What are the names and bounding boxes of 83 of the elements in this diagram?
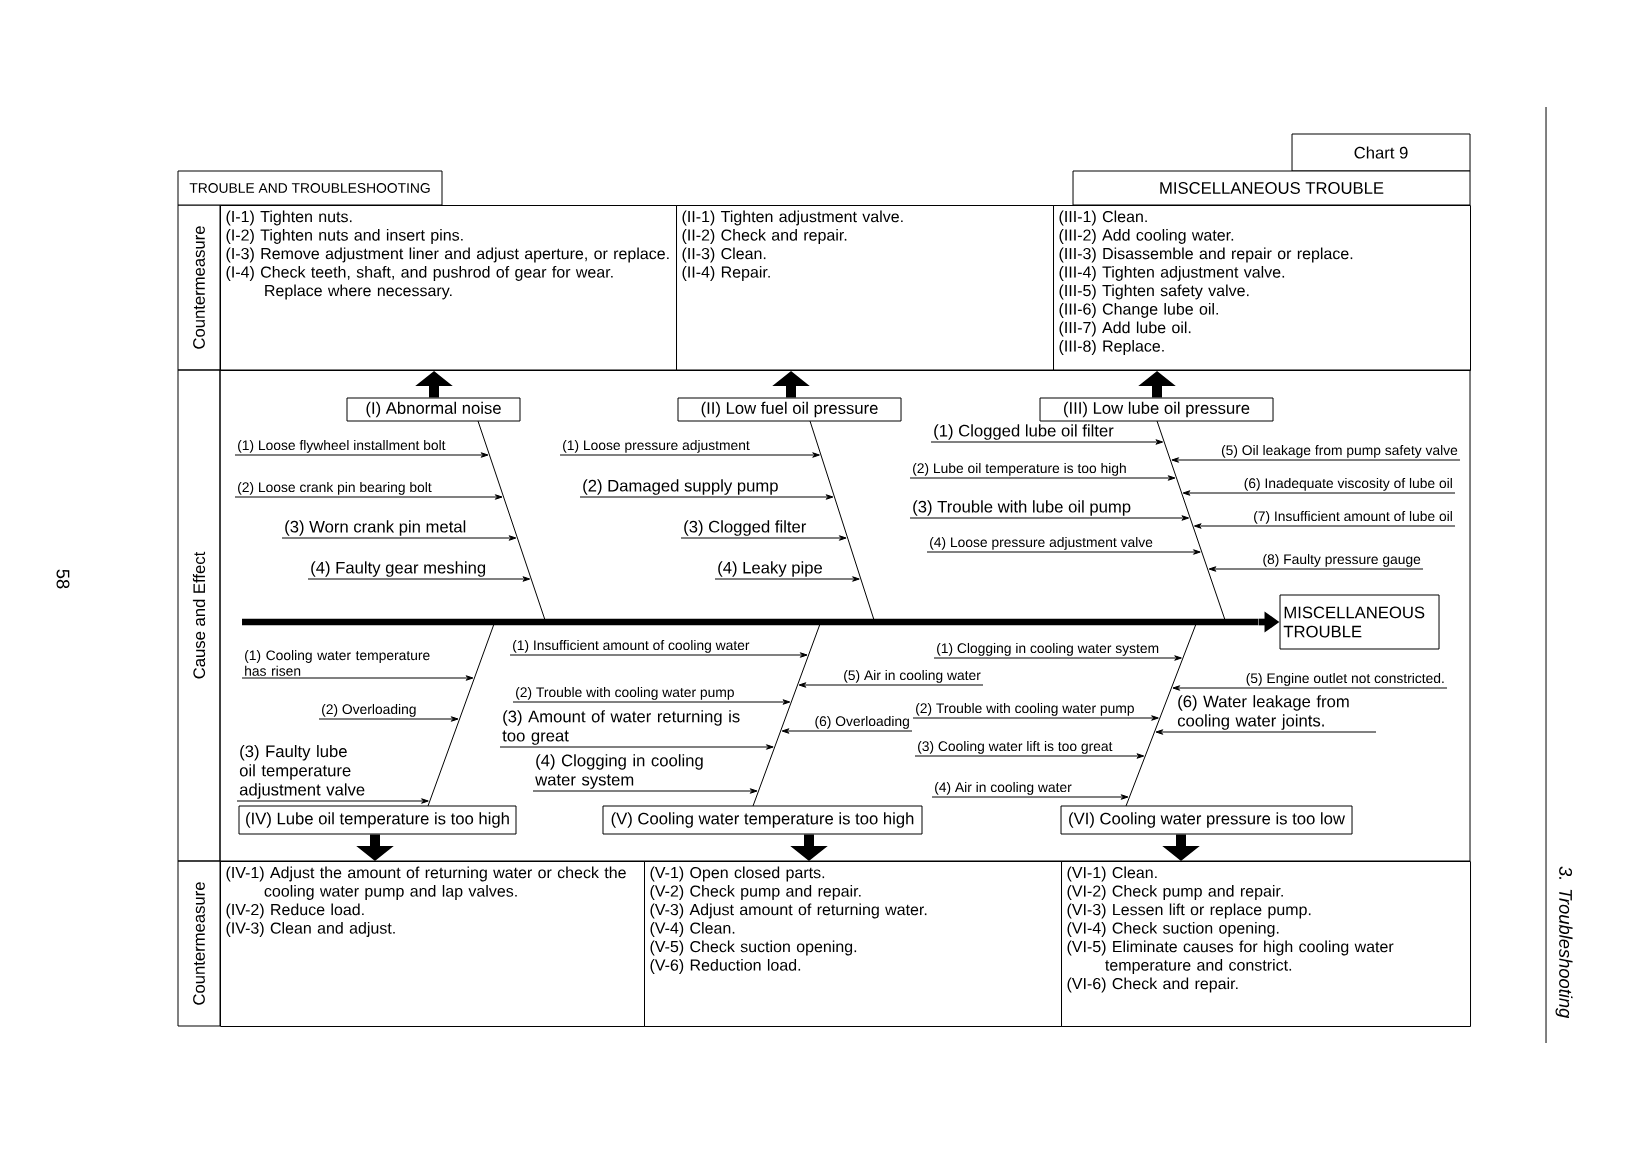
chart-number-box: Chart 9 [1291, 133, 1471, 172]
category-box: (I) Abnormal noise [346, 397, 521, 422]
cause-label: (3) Trouble with lube oil pump [913, 500, 1131, 516]
arrow [798, 682, 984, 688]
arrow [241, 675, 474, 681]
arrow [714, 576, 860, 582]
cause-label: (4) Faulty gear meshing [311, 561, 486, 577]
arrow [512, 699, 791, 705]
countermeasure-cell: (VI-1) Clean. (VI-2) Check pump and repair. (VI-3) Lessen lift or replace pump. (VI-4) Check suction opening. (VI-5) Eliminate causes for high cooling water temperature and constrict. (VI-6) Check and repair. [1061, 861, 1471, 1027]
cause-label: (6) Overloading [815, 715, 909, 729]
cause-label: (2) Trouble with cooling water pump [516, 686, 734, 700]
category-box: (VI) Cooling water pressure is too low [1060, 805, 1353, 835]
cause-label: (2) Overloading [322, 703, 416, 717]
cause-label: (4) Leaky pipe [718, 561, 822, 577]
cause-label: (1) Clogging in cooling water system [937, 642, 1159, 656]
effect-box: MISCELLANEOUS TROUBLE [1279, 594, 1440, 650]
cause-label: (1) Cooling water temperature has risen [245, 650, 430, 676]
cause-label: (1) Loose flywheel installment bolt [238, 439, 446, 453]
row-header: Cause and Effect [177, 369, 221, 862]
arrow [933, 655, 1182, 661]
cause-label: (2) Lube oil temperature is too high [913, 462, 1126, 476]
cause-label: (3) Cooling water lift is too great [918, 740, 1113, 754]
arrow [930, 439, 1164, 445]
section-title: 3. Troubleshooting [1555, 866, 1573, 1019]
cause-label: (5) Engine outlet not constricted. [1246, 672, 1444, 686]
arrow [926, 549, 1201, 555]
header-box: TROUBLE AND TROUBLESHOOTING [177, 170, 443, 206]
arrow [532, 788, 758, 794]
cause-label: (2) Trouble with cooling water pump [916, 702, 1134, 716]
arrow [281, 535, 517, 541]
arrow [559, 452, 820, 458]
countermeasure-cell: (II-1) Tighten adjustment valve. (II-2) Check and repair. (II-3) Clean. (II-4) Repair. [676, 205, 1054, 371]
spine-bar [242, 618, 1258, 626]
arrow [234, 494, 503, 500]
cause-label: (1) Insufficient amount of cooling water [513, 639, 750, 653]
category-box: (III) Low lube oil pressure [1039, 397, 1274, 422]
arrow [499, 744, 774, 750]
row-header: Countermeasure [177, 204, 221, 371]
countermeasure-cell: (V-1) Open closed parts. (V-2) Check pump and repair. (V-3) Adjust amount of returning water. (V-4) Clean. (V-5) Check suction opening. (V-6) Reduction load. [644, 861, 1062, 1027]
cause-label: (1) Clogged lube oil filter [934, 424, 1114, 440]
cause-label: (2) Loose crank pin bearing bolt [238, 481, 432, 495]
arrow [1171, 457, 1461, 463]
cause-label: (7) Insufficient amount of lube oil [1254, 510, 1452, 524]
arrow [579, 494, 834, 500]
arrow [912, 715, 1159, 721]
arrow [931, 794, 1129, 800]
arrow [909, 475, 1176, 481]
cause-label: (3) Worn crank pin metal [285, 520, 466, 536]
arrow [1208, 566, 1424, 572]
cause-label: (4) Air in cooling water [935, 781, 1072, 795]
cause-label: (6) Water leakage from cooling water joints. [1177, 695, 1349, 730]
countermeasure-cell: (I-1) Tighten nuts. (I-2) Tighten nuts and insert pins. (I-3) Remove adjustment liner and adjust aperture, or replace. (I-4) Check teeth, shaft, and pushrod of gear for wear. Replace where necessary. [220, 205, 677, 371]
arrow [1155, 729, 1377, 735]
arrow [509, 652, 808, 658]
cause-label: (4) Clogging in cooling water system [535, 754, 703, 789]
category-box: (V) Cooling water temperature is too high [602, 805, 923, 835]
arrow [318, 716, 459, 722]
arrow [1194, 523, 1456, 529]
arrow [781, 728, 913, 734]
arrow [236, 798, 429, 804]
cause-label: (8) Faulty pressure gauge [1263, 553, 1421, 567]
cause-label: (3) Amount of water returning is too great [502, 710, 740, 745]
cause-label: (5) Air in cooling water [844, 669, 981, 683]
arrow [914, 753, 1145, 759]
cause-label: (1) Loose pressure adjustment [563, 439, 750, 453]
arrow [909, 515, 1190, 521]
row-header: Countermeasure [177, 860, 221, 1027]
arrow [307, 576, 531, 582]
cause-label: (4) Loose pressure adjustment valve [930, 536, 1153, 550]
cause-label: (3) Faulty lube oil temperature adjustment valve [239, 745, 365, 799]
page-number: 58 [56, 569, 70, 589]
arrow [234, 452, 489, 458]
arrow [1182, 490, 1456, 496]
cause-label: (6) Inadequate viscosity of lube oil [1244, 477, 1452, 491]
category-box: (IV) Lube oil temperature is too high [238, 805, 517, 835]
countermeasure-cell: (IV-1) Adjust the amount of returning water or check the cooling water pump and lap valves. (IV-2) Reduce load. (IV-3) Clean and adjust. [220, 861, 645, 1027]
category-box: (II) Low fuel oil pressure [677, 397, 902, 422]
cause-label: (3) Clogged filter [684, 520, 807, 536]
cause-label: (2) Damaged supply pump [583, 479, 778, 495]
arrow [680, 535, 847, 541]
cause-label: (5) Oil leakage from pump safety valve [1221, 444, 1458, 458]
arrow [1172, 685, 1448, 691]
countermeasure-cell: (III-1) Clean. (III-2) Add cooling water. (III-3) Disassemble and repair or replace. (III-4) Tighten adjustment valve. (III-5) Tighten safety valve. (III-6) Change lube oil. (III-7) Add lube oil. (III-8) Replace. [1053, 205, 1471, 371]
